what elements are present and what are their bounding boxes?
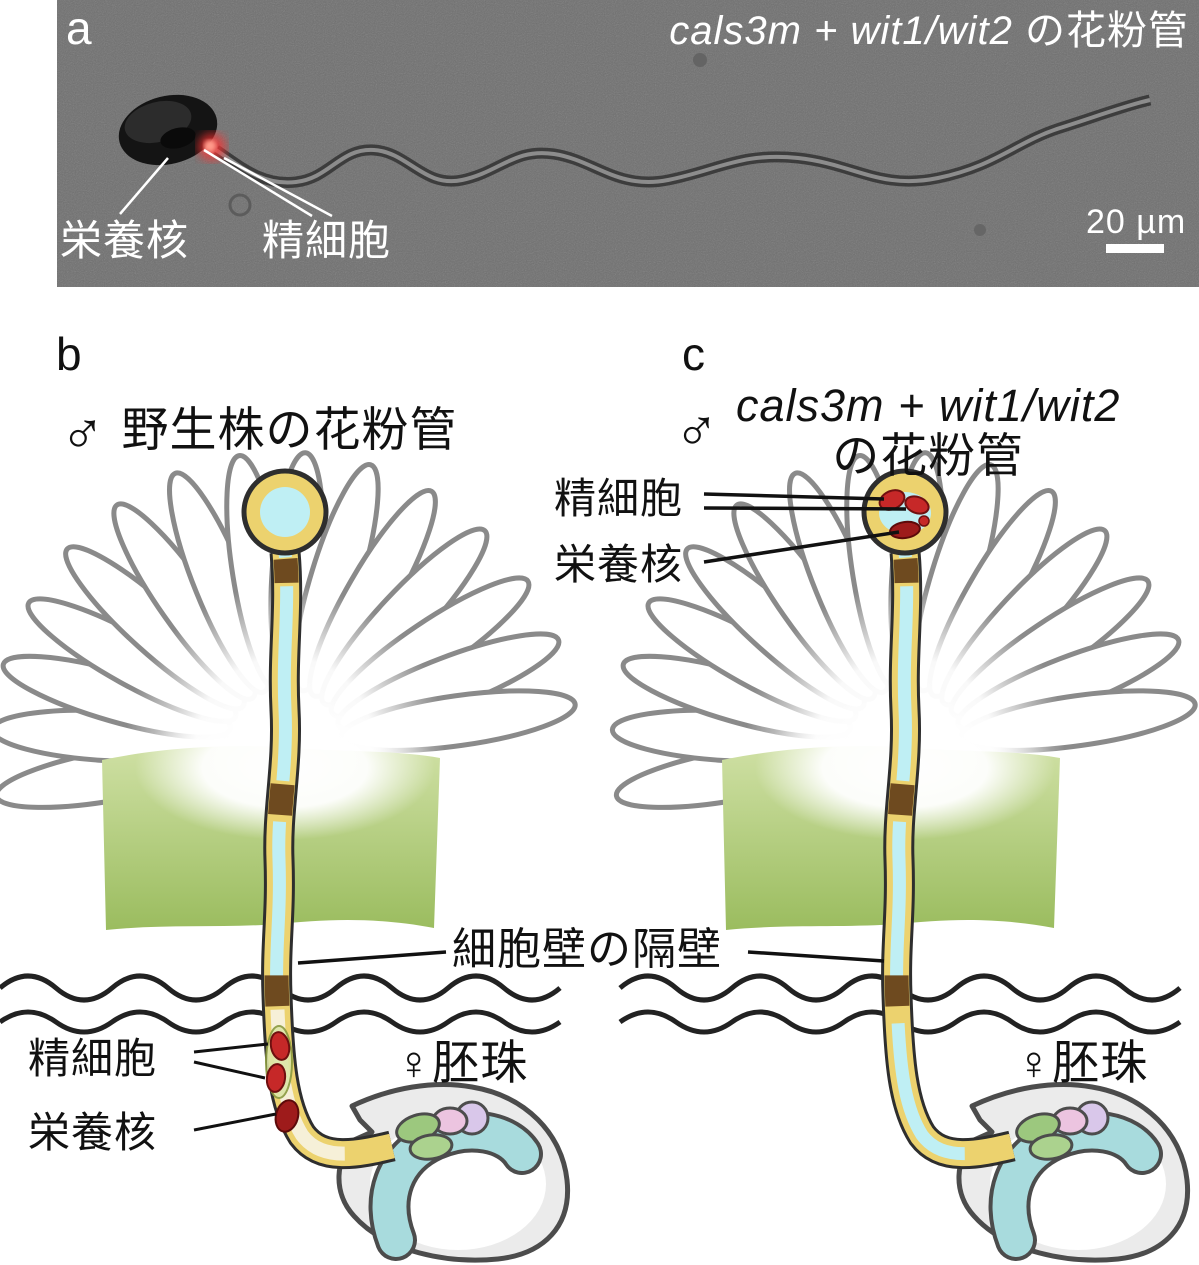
panel-a-title: cals3m + wit1/wit2 の花粉管 (669, 9, 1189, 53)
pollen-tube-b (241, 468, 396, 1170)
panel-b-title-text: 野生株の花粉管 (121, 403, 458, 456)
pollen-grain-c (861, 468, 949, 556)
vegetative-nucleus-b (274, 1099, 300, 1133)
micrograph-panel (57, 0, 1199, 287)
panel-b-title: ♂ 野生株の花粉管 (60, 400, 458, 467)
panel-c-title: ♂ cals3m + wit1/wit2 の花粉管 (674, 380, 1121, 482)
panel-c-title-gene: cals3m + wit1/wit2 (736, 380, 1121, 431)
scale-bar (1106, 244, 1164, 253)
male-symbol-b: ♂ (60, 400, 106, 467)
male-symbol-c: ♂ (674, 397, 720, 465)
panel-a-label: a (66, 2, 93, 54)
sperm-cell-b-1 (269, 1031, 291, 1061)
panel-c-title-suffix: の花粉管 (832, 428, 1025, 482)
panel-a-title-suffix: の花粉管 (1012, 9, 1189, 53)
pollen-tube-micrograph (212, 94, 1152, 189)
callout-lines-c (703, 492, 907, 564)
callout-lines-callose-plug (297, 950, 885, 965)
panel-a-title-gene: cals3m + wit1/wit2 (669, 9, 1013, 53)
callose-plug-label: 細胞壁の隔壁 (452, 925, 722, 974)
micrograph-callout-lines (119, 148, 333, 218)
fluorescence-spot (198, 133, 226, 161)
panel-c-sperm-cells-label: 精細胞 (554, 475, 684, 522)
scale-bar-label: 20 µm (1086, 203, 1187, 241)
panel-c-vegetative-nucleus-label: 栄養核 (554, 541, 684, 588)
sperm-cell-b-2 (265, 1063, 287, 1093)
panel-b-ovule-label: ♀胚珠 (396, 1036, 529, 1089)
panel-a-sperm-cells-label: 精細胞 (262, 217, 392, 264)
panel-a-vegetative-nucleus-label: 栄養核 (60, 217, 190, 264)
panel-b-sperm-cells-label: 精細胞 (28, 1035, 158, 1082)
panel-c-ovule-label: ♀胚珠 (1016, 1036, 1149, 1089)
pollen-grain-micrograph (118, 94, 218, 166)
panel-c-label: c (682, 328, 706, 380)
callout-lines-b (193, 1042, 277, 1132)
sperm-cell-c-2 (904, 495, 930, 515)
panel-b-label: b (56, 328, 83, 380)
panel-b-vegetative-nucleus-label: 栄養核 (28, 1109, 158, 1156)
